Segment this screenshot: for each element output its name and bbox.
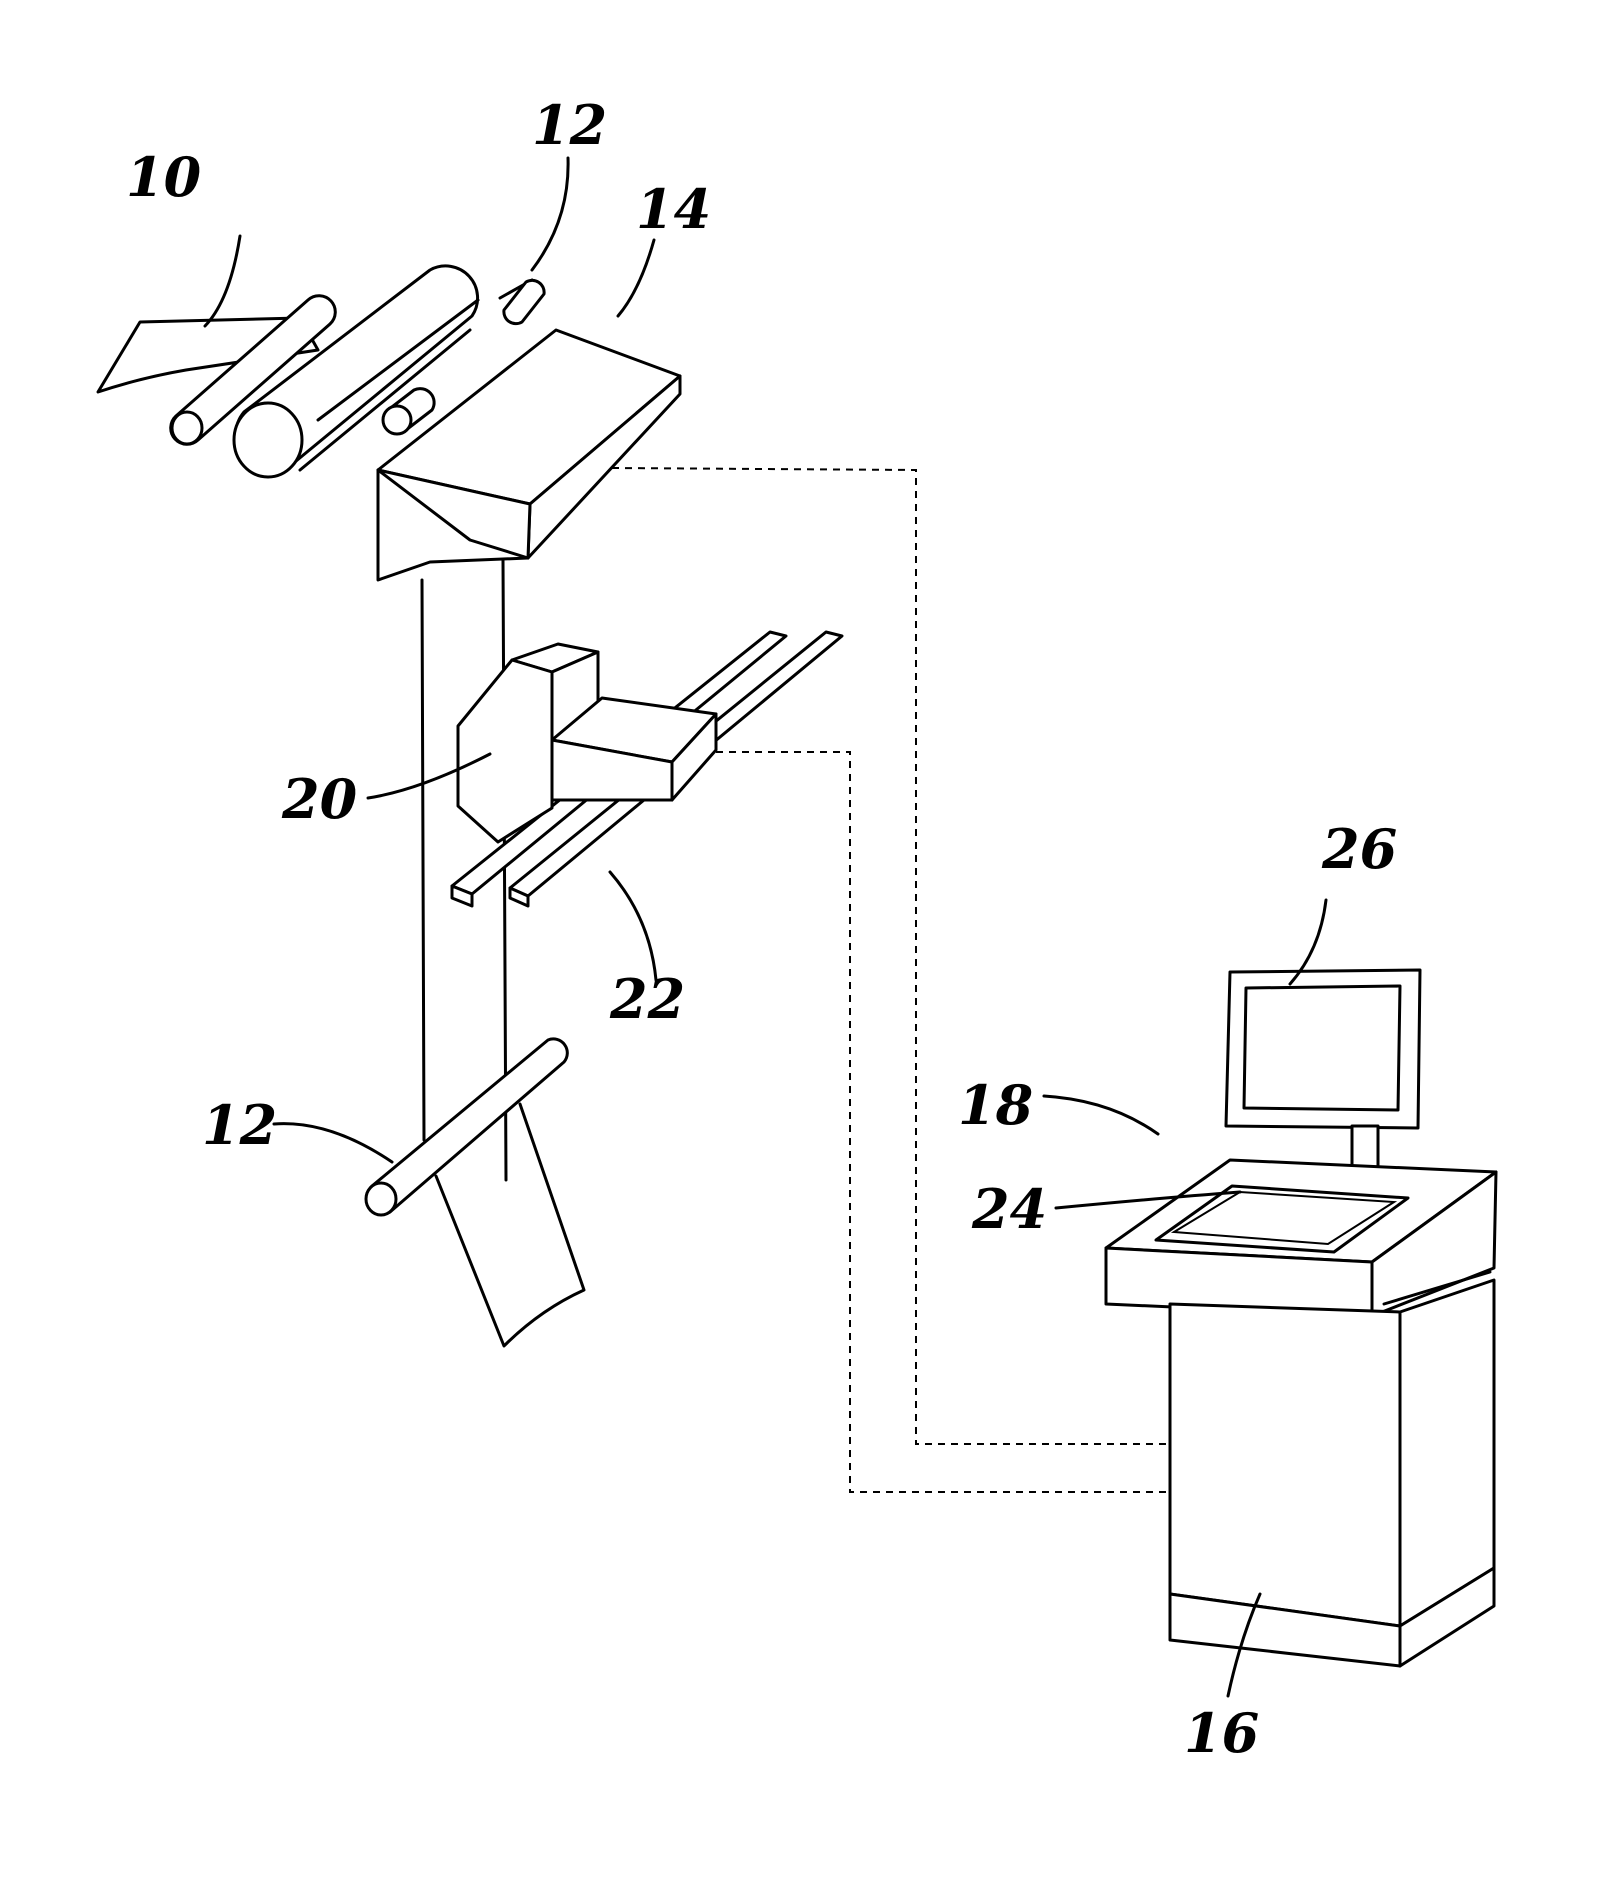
- bottom-roller-12: [366, 1039, 567, 1215]
- cutter-head-20: [458, 644, 716, 842]
- cabinet-16: [1170, 1272, 1494, 1666]
- label-22: 22: [609, 967, 685, 1031]
- label-16: 16: [1184, 1701, 1259, 1765]
- label-24: 24: [971, 1177, 1047, 1241]
- label-10: 10: [126, 145, 201, 209]
- monitor-26: [1226, 970, 1420, 1174]
- top-idler-roller-12: [504, 280, 544, 323]
- label-20: 20: [281, 767, 357, 831]
- label-14: 14: [636, 177, 711, 241]
- label-18: 18: [958, 1073, 1033, 1137]
- signal-line-sensor-to-cabinet: [612, 468, 1168, 1444]
- signal-line-cutter-to-cabinet: [716, 752, 1168, 1492]
- label-12-top: 12: [532, 93, 607, 157]
- label-12-bottom: 12: [202, 1093, 277, 1157]
- label-26: 26: [1321, 817, 1397, 881]
- console-desk: [1106, 1160, 1496, 1316]
